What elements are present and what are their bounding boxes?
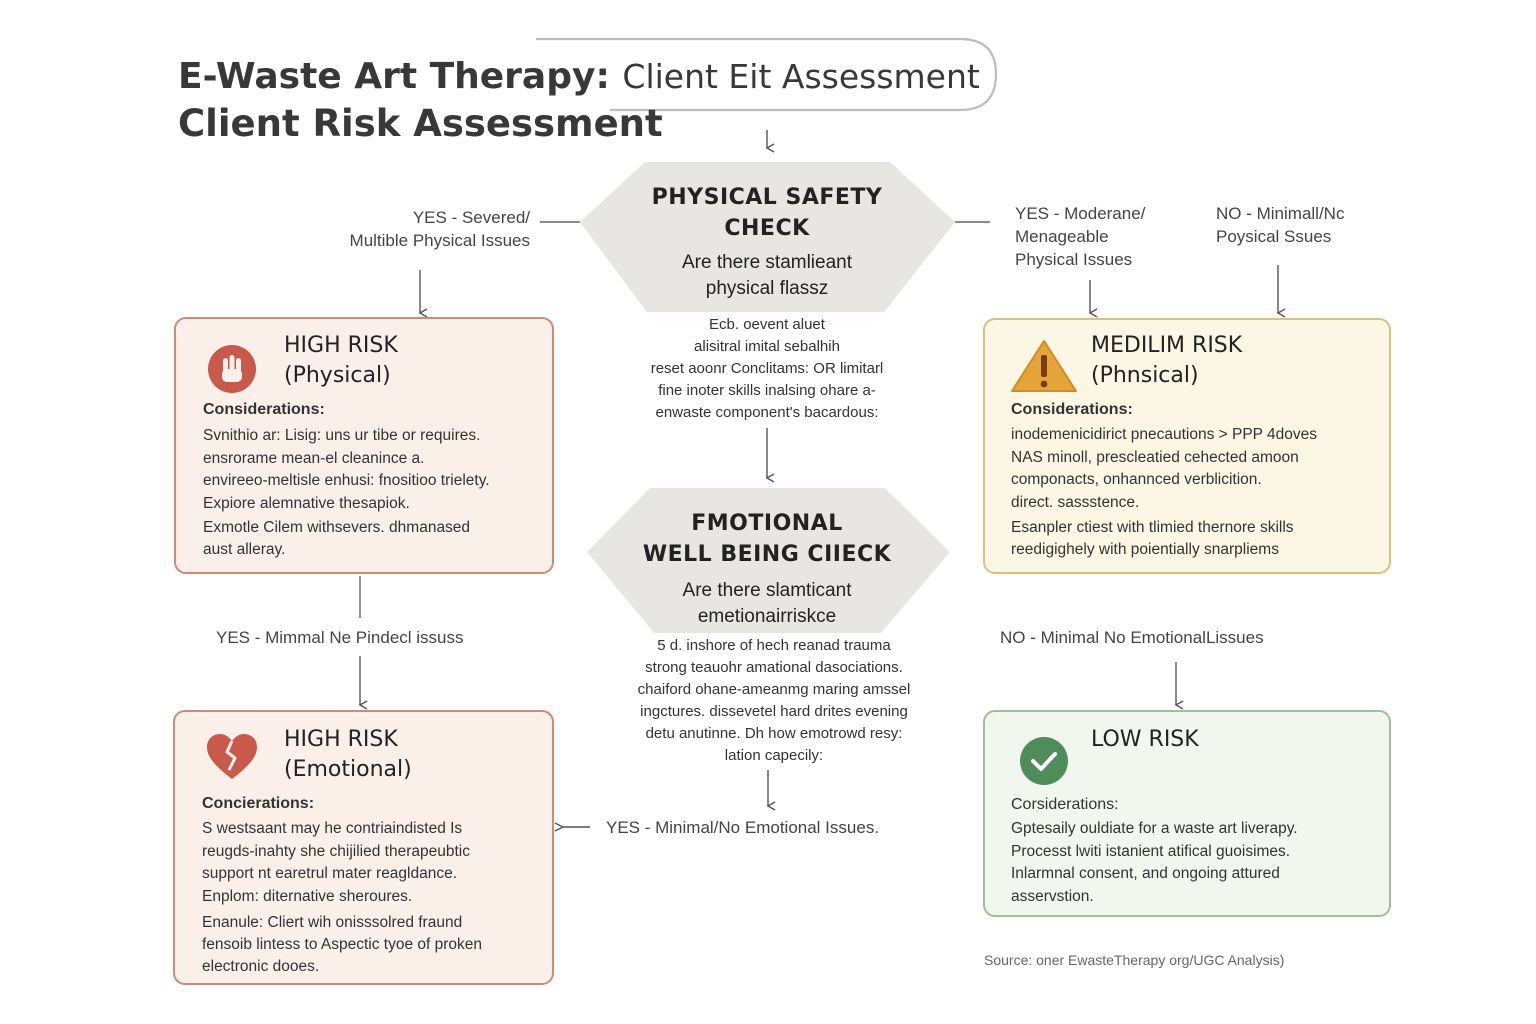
medium-risk-physical-box: MEDILIM RISK (Phnsical) Considerations: … [983,318,1391,574]
check-circle-icon [1019,736,1069,791]
label-no-minimal-physical-1: NO - Minimall/Nc [1216,204,1345,223]
high-risk-emotional-body: S westsaant may he contriaindisted Is re… [202,818,470,908]
broken-heart-icon [205,732,259,787]
medium-risk-physical-considerations: Considerations: [1011,401,1133,418]
low-risk-body: Gptesaily ouldiate for a waste art liver… [1011,818,1298,908]
emotional-note-line: 5 d. inshore of hech reanad trauma [657,637,891,654]
physical-check-text: PHYSICAL SAFETY CHECK Are there stamliea… [617,182,917,302]
emotional-check-title-2: WELL BEING CIIECK [642,542,892,567]
emotional-question-1: Are there slamticant [682,580,852,601]
label-yes-severe: YES - Severed/ Multible Physical Issues [300,206,530,252]
label-no-minimal-emotional: NO - Minimal No EmotionalLissues [1000,628,1264,647]
body-line: NAS minoll, prescleatied cehected amoon [1011,448,1299,466]
high-risk-emotional-considerations: Concierations: [202,795,315,812]
physical-note-line: fine inoter skills inalsing ohare a- [658,382,876,399]
body-line: Inlarmnal consent, and ongoing attured [1011,865,1280,882]
page-title: E-Waste Art Therapy: Client Eit Assessme… [178,56,980,97]
body-line: envireeo-meltisle enhusi: fnositioo trie… [203,472,490,489]
example-line: Exmotle Cilem withsevers. dhmanased [203,519,471,536]
label-yes-moderate-3: Physical Issues [1015,250,1133,269]
example-line: reedigighely with poientially snarpliems [1011,541,1279,558]
label-yes-moderate: YES - Moderane/ Menageable Physical Issu… [1015,202,1145,271]
body-line: componacts, onhannced verblicition. [1011,471,1262,488]
high-risk-physical-title: HIGH RISK (Physical) [284,331,398,391]
label-yes-minimal-physical: YES - Mimmal Ne Pindecl issuss [216,628,464,647]
high-risk-emotional-title-1: HIGH RISK [284,727,398,752]
body-line: Gptesaily ouldiate for a waste art liver… [1011,820,1298,837]
label-no-minimal-physical: NO - Minimall/Nc Poysical Ssues [1216,202,1344,248]
page-subtitle: Client Risk Assessment [178,102,663,145]
high-risk-emotional-title: HIGH RISK (Emotional) [284,725,412,785]
example-line: electronic dooes. [202,958,320,975]
low-risk-box: LOW RISK Corsiderations: Gptesaily ouldi… [983,710,1391,917]
physical-note-line: enwaste component's bacardous: [655,404,879,421]
body-line: Expiore alemnative thesapiok. [203,494,410,512]
example-line: aust alleray. [203,541,286,558]
high-risk-emotional-example: Enanule: Cliert wih onisssolred fraund f… [202,912,482,978]
high-risk-physical-body: Svnithio ar: Lisig: uns ur tibe or requi… [203,425,490,515]
medium-risk-physical-title: MEDILIM RISK (Phnsical) [1091,331,1242,391]
medium-risk-physical-title-1: MEDILIM RISK [1091,333,1243,358]
body-line: asservstion. [1011,887,1094,905]
high-risk-physical-title-1: HIGH RISK [284,333,398,358]
emotional-note-line: chaiford ohane-ameanmg maring amssel [637,681,911,698]
emotional-note-line: ingctures. dissevetel hard drites evenin… [640,703,908,720]
body-line: ensrorame mean-el cleanince a. [203,449,425,467]
high-risk-physical-box: HIGH RISK (Physical) Considerations: Svn… [174,317,554,574]
high-risk-physical-considerations: Considerations: [203,401,325,418]
body-line: Enplom: diternative sheroures. [202,887,413,905]
hand-icon [206,343,258,400]
example-line: Enanule: Cliert wih onisssolred fraund [202,914,463,931]
high-risk-physical-title-2: (Physical) [284,363,391,388]
medium-risk-physical-example: Esanpler ctiest with tlimied thernore sk… [1011,517,1294,561]
low-risk-title: LOW RISK [1091,727,1199,752]
body-line: S westsaant may he contriaindisted Is [202,820,463,837]
emotional-note-line: lation capecily: [724,747,824,764]
emotional-question-2: emetionairriskce [697,606,837,627]
example-line: Esanpler ctiest with tlimied thernore sk… [1011,519,1294,536]
physical-question-1: Are there stamlieant [681,252,853,273]
medium-risk-physical-body: inodemenicidirict pnecautions > PPP 4dov… [1011,424,1317,514]
label-yes-severe-2: Multible Physical Issues [349,231,530,250]
emotional-note-line: strong teauohr amational dasociations. [645,659,903,676]
low-risk-considerations: Corsiderations: [1011,796,1119,813]
body-line: Processt lwiti istanient atifical guoisi… [1011,842,1291,860]
physical-note-line: reset aoonr Conclitams: OR limitarl [650,360,884,377]
label-yes-minimal-emotional: YES - Minimal/No Emotional Issues. [606,818,880,837]
physical-note-line: alisitral imital sebalhih [694,338,840,355]
label-yes-moderate-1: YES - Moderane/ [1015,204,1146,223]
emotional-check-text: FMOTIONAL WELL BEING CIIECK Are there sl… [617,508,917,630]
emotional-note-line: detu anutinne. Dh how emotrowd resy: [645,725,903,742]
high-risk-emotional-box: HIGH RISK (Emotional) Concierations: S w… [173,710,554,985]
warning-icon [1009,338,1079,399]
body-line: support nt earetrul mater reagldance. [202,865,458,882]
body-line: direct. sassstence. [1011,493,1140,511]
body-line: inodemenicidirict pnecautions > PPP 4dov… [1011,426,1318,443]
label-yes-severe-1: YES - Severed/ [412,208,530,227]
high-risk-physical-example: Exmotle Cilem withsevers. dhmanased aust… [203,517,470,561]
body-line: Svnithio ar: Lisig: uns ur tibe or requi… [203,427,481,444]
emotional-check-note: 5 d. inshore of hech reanad trauma stron… [598,633,950,769]
title-sub: Client Eit Assessment [622,57,980,96]
source-note: Source: oner EwasteTherapy org/UGC Analy… [984,952,1285,968]
medium-risk-physical-title-2: (Phnsical) [1091,363,1199,388]
physical-check-title-1: PHYSICAL SAFETY [651,185,883,210]
body-line: reugds-inahty she chijilied therapeubtic [202,842,470,860]
label-yes-moderate-2: Menageable [1015,227,1109,246]
physical-question-2: physical flassz [705,278,829,299]
emotional-check-title-1: FMOTIONAL [691,511,843,536]
physical-check-title-2: CHECK [724,216,810,241]
title-main: E-Waste Art Therapy: [178,56,610,97]
physical-note-line: Ecb. oevent aluet [709,316,825,333]
high-risk-emotional-title-2: (Emotional) [284,757,412,782]
example-line: fensoib lintess to Aspectic tyoe of prok… [202,936,483,953]
physical-check-note: Ecb. oevent aluet alisitral imital sebal… [618,312,916,426]
label-no-minimal-physical-2: Poysical Ssues [1216,227,1332,246]
